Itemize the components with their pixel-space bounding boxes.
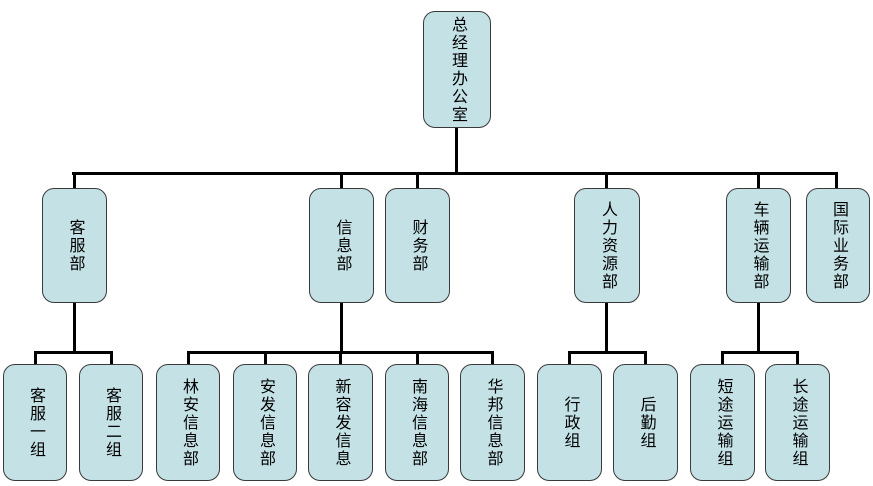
org-node-short-haul-transport-group: 短途运输组 — [690, 364, 755, 481]
org-node-label: 新容发信息 — [332, 377, 350, 468]
connector-line — [416, 351, 419, 365]
org-node-international-business-dept: 国际业务部 — [806, 188, 870, 303]
connector-line — [757, 300, 760, 353]
connector-line — [796, 351, 799, 365]
org-node-nanhai-info-dept: 南海信息部 — [385, 364, 449, 481]
connector-line — [339, 351, 342, 365]
org-node-label: 林安信息部 — [180, 377, 197, 468]
connector-line — [264, 351, 267, 365]
connector-line — [721, 351, 799, 354]
connector-line — [455, 126, 458, 173]
connector-line — [72, 172, 838, 175]
org-node-label: 信息部 — [333, 218, 351, 273]
org-node-label: 客服部 — [66, 218, 84, 273]
connector-line — [73, 300, 76, 353]
connector-line — [644, 351, 647, 365]
org-node-label: 客服一组 — [27, 386, 44, 459]
connector-line — [110, 351, 113, 365]
connector-line — [835, 172, 838, 189]
connector-line — [568, 351, 647, 354]
org-node-label: 总经理办公室 — [449, 15, 466, 124]
connector-line — [568, 351, 571, 365]
org-node-finance-dept: 财务部 — [385, 188, 450, 303]
connector-line — [721, 351, 724, 365]
org-node-customer-service-group-1: 客服一组 — [3, 364, 67, 481]
connector-line — [491, 351, 494, 365]
connector-line — [34, 351, 37, 365]
org-node-information-dept: 信息部 — [309, 188, 374, 303]
org-node-general-manager-office: 总经理办公室 — [423, 11, 491, 128]
org-node-label: 财务部 — [409, 218, 427, 273]
org-node-huabang-info-dept: 华邦信息部 — [460, 364, 525, 481]
org-node-label: 长途运输组 — [789, 377, 807, 468]
connector-line — [605, 172, 608, 189]
org-node-label: 行政组 — [561, 395, 579, 450]
org-node-hr-dept: 人力资源部 — [574, 188, 640, 303]
connector-line — [605, 300, 608, 353]
org-node-customer-service-dept: 客服部 — [42, 188, 107, 303]
org-node-label: 人力资源部 — [599, 200, 616, 291]
org-node-customer-service-group-2: 客服二组 — [79, 364, 143, 481]
org-node-admin-group: 行政组 — [537, 364, 602, 481]
connector-line — [416, 172, 419, 189]
org-node-label: 客服二组 — [103, 386, 120, 459]
org-node-vehicle-transport-dept: 车辆运输部 — [726, 188, 791, 303]
org-node-logistics-group: 后勤组 — [613, 364, 678, 481]
org-node-label: 后勤组 — [637, 395, 655, 450]
connector-line — [340, 300, 343, 353]
org-node-anfa-info-dept: 安发信息部 — [233, 364, 297, 481]
org-node-label: 华邦信息部 — [484, 377, 502, 468]
org-node-label: 车辆运输部 — [750, 200, 768, 291]
org-node-label: 短途运输组 — [714, 377, 732, 468]
org-node-label: 南海信息部 — [409, 377, 426, 468]
org-node-label: 安发信息部 — [257, 377, 274, 468]
connector-line — [187, 351, 190, 365]
org-node-long-haul-transport-group: 长途运输组 — [765, 364, 830, 481]
org-node-label: 国际业务部 — [830, 200, 847, 291]
org-node-xinrongfa-info: 新容发信息 — [308, 364, 373, 481]
connector-line — [73, 172, 76, 189]
connector-line — [34, 351, 113, 354]
connector-line — [757, 172, 760, 189]
connector-line — [340, 172, 343, 189]
org-node-linan-info-dept: 林安信息部 — [156, 364, 220, 481]
